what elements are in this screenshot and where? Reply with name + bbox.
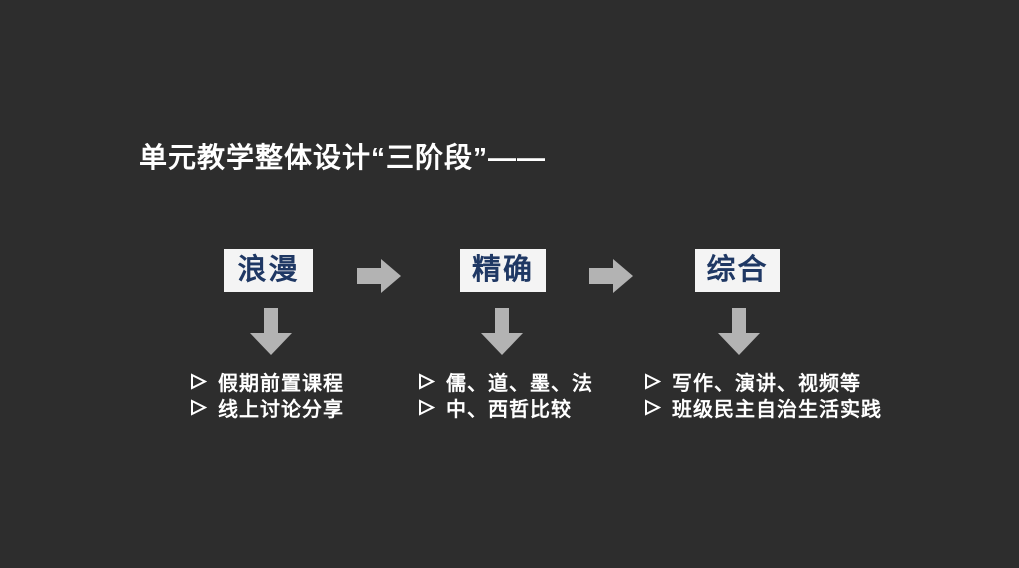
bullet-text: 儒、道、墨、法 bbox=[446, 372, 593, 395]
arrowhead-bullet-icon bbox=[419, 372, 435, 390]
bullet-text: 写作、演讲、视频等 bbox=[672, 372, 861, 395]
list-item: 中、西哲比较 bbox=[418, 394, 593, 421]
down-arrow-icon bbox=[718, 308, 760, 355]
list-item: 儒、道、墨、法 bbox=[418, 368, 593, 395]
bullet-text: 班级民主自治生活实践 bbox=[672, 398, 882, 421]
stage-label: 综合 bbox=[706, 254, 769, 286]
stage-box-romantic: 浪漫 bbox=[224, 249, 313, 292]
arrowhead-bullet-icon bbox=[419, 398, 435, 416]
bullet-text: 中、西哲比较 bbox=[446, 398, 572, 421]
list-item: 线上讨论分享 bbox=[190, 394, 344, 421]
stage-box-comprehensive: 综合 bbox=[695, 249, 780, 292]
list-item: 班级民主自治生活实践 bbox=[644, 394, 882, 421]
right-arrow-icon bbox=[357, 259, 401, 293]
stage-bullets-romantic: 假期前置课程 线上讨论分享 bbox=[190, 368, 344, 421]
bullet-text: 线上讨论分享 bbox=[218, 398, 344, 421]
stage-label: 浪漫 bbox=[237, 254, 300, 286]
bullet-text: 假期前置课程 bbox=[218, 372, 344, 395]
stage-box-precise: 精确 bbox=[460, 249, 546, 292]
stage-bullets-precise: 儒、道、墨、法 中、西哲比较 bbox=[418, 368, 593, 421]
list-item: 写作、演讲、视频等 bbox=[644, 368, 882, 395]
slide-title: 单元教学整体设计“三阶段”—— bbox=[139, 142, 547, 173]
down-arrow-icon bbox=[250, 308, 292, 355]
arrowhead-bullet-icon bbox=[191, 398, 207, 416]
stage-bullets-comprehensive: 写作、演讲、视频等 班级民主自治生活实践 bbox=[644, 368, 882, 421]
stage-label: 精确 bbox=[471, 254, 534, 286]
list-item: 假期前置课程 bbox=[190, 368, 344, 395]
right-arrow-icon bbox=[589, 259, 633, 293]
down-arrow-icon bbox=[481, 308, 523, 355]
arrowhead-bullet-icon bbox=[191, 372, 207, 390]
arrowhead-bullet-icon bbox=[645, 398, 661, 416]
arrowhead-bullet-icon bbox=[645, 372, 661, 390]
